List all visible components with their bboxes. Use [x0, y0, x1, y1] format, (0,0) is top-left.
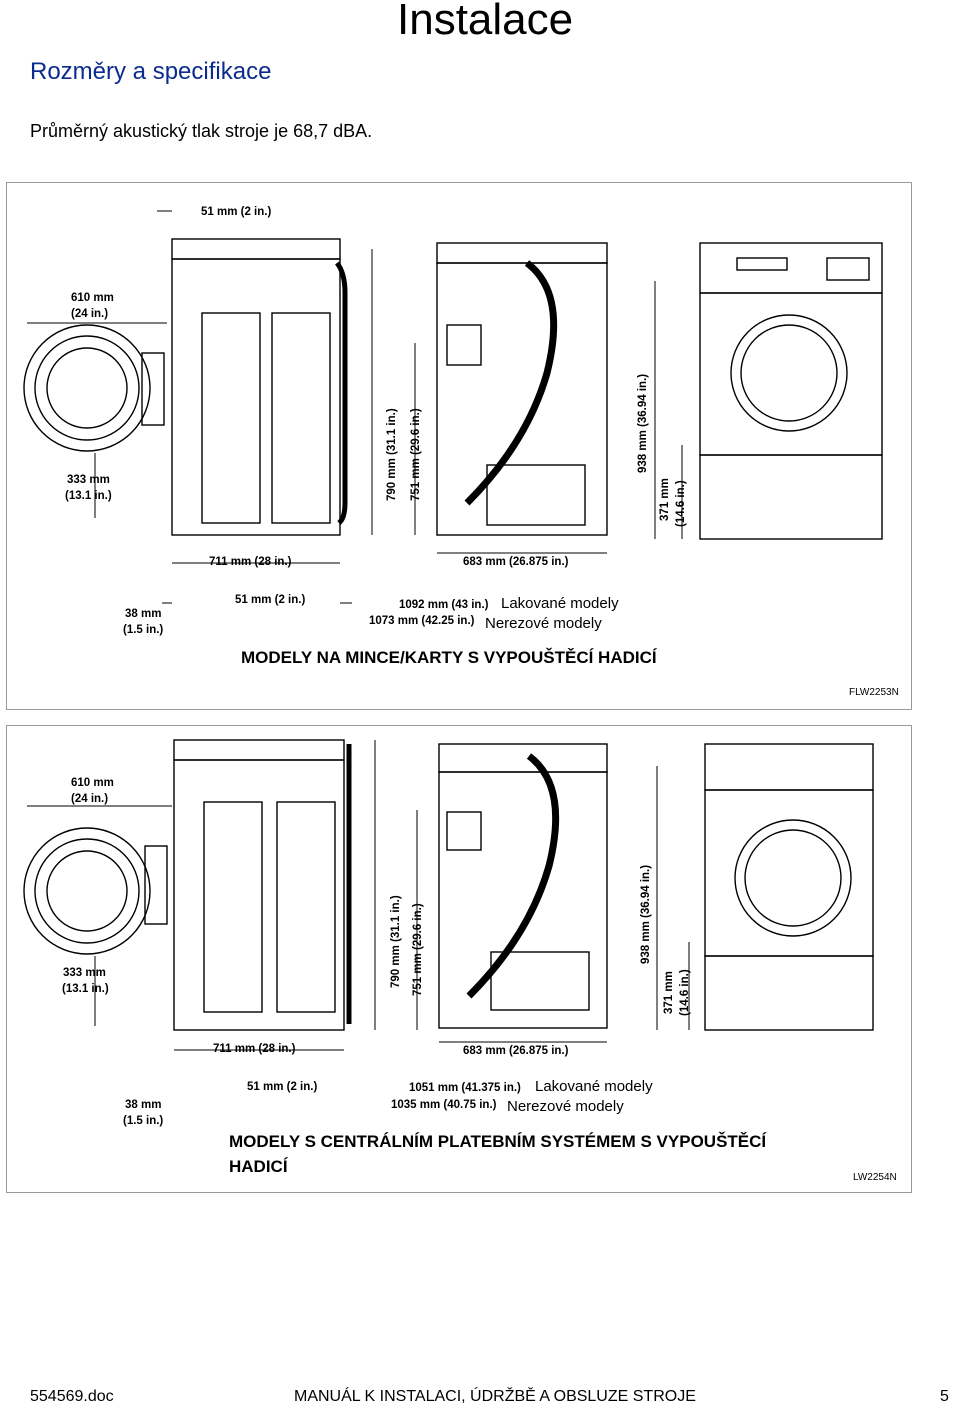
dim-clearance-in-2: (1.5 in.)	[123, 1115, 163, 1127]
dim-base-height-in: (14.6 in.)	[675, 480, 687, 527]
page-heading: Instalace	[397, 0, 574, 44]
stainless-models-label: Nerezové modely	[485, 615, 602, 632]
dimension-drawing-2: 610 mm (24 in.) 333 mm (13.1 in.) 711 mm…	[23, 739, 897, 1183]
dim-height-mid: 751 mm (29.6 in.)	[410, 408, 422, 501]
stainless-models-label-2: Nerezové modely	[507, 1098, 624, 1115]
dim-bottom-offset-2: 51 mm (2 in.)	[247, 1081, 317, 1093]
figure-code-2: LW2254N	[853, 1172, 897, 1183]
figure-caption-1: MODELY NA MINCE/KARTY S VYPOUŠTĚCÍ HADIC…	[241, 648, 658, 667]
dim-clearance: 38 mm	[125, 608, 161, 620]
intro-text: Průměrný akustický tlak stroje je 68,7 d…	[30, 121, 373, 141]
painted-models-label-2: Lakované modely	[535, 1078, 653, 1095]
dim-total-height: 938 mm (36.94 in.)	[637, 374, 649, 473]
dim-top-width: 51 mm (2 in.)	[201, 206, 271, 218]
top-view-circle-2	[23, 827, 151, 955]
dim-door-height-2: 333 mm	[63, 967, 106, 979]
dim-height-mid-2: 751 mm (29.6 in.)	[412, 903, 424, 996]
dim-base-height-2: 371 mm	[663, 971, 675, 1014]
dim-width-painted: 1092 mm (43 in.)	[399, 599, 489, 611]
side-view-body	[171, 258, 341, 536]
dim-base-height: 371 mm	[659, 478, 671, 521]
dim-base-height-in-2: (14.6 in.)	[679, 969, 691, 1016]
back-view-body-2	[438, 771, 608, 1029]
section-title: Rozměry a specifikace	[30, 58, 272, 85]
dim-width-stainless-2: 1035 mm (40.75 in.)	[391, 1099, 497, 1111]
dim-back-width-2: 683 mm (26.875 in.)	[463, 1045, 569, 1057]
dim-clearance-2: 38 mm	[125, 1099, 161, 1111]
front-control-panel	[699, 242, 883, 294]
back-view-body	[436, 262, 608, 536]
dim-back-width: 683 mm (26.875 in.)	[463, 556, 569, 568]
dim-height-top: 790 mm (31.1 in.)	[386, 408, 398, 501]
dim-depth-in-2: (24 in.)	[71, 793, 108, 805]
figure-caption-2-line2: HADICÍ	[229, 1157, 289, 1176]
dim-width-painted-2: 1051 mm (41.375 in.)	[409, 1082, 521, 1094]
figure-central-payment-models: 610 mm (24 in.) 333 mm (13.1 in.) 711 mm…	[6, 725, 912, 1193]
figure-caption-2-line1: MODELY S CENTRÁLNÍM PLATEBNÍM SYSTÉMEM S…	[229, 1132, 767, 1151]
front-control-panel-2	[704, 743, 874, 791]
figure-coin-card-models: 51 mm (2 in.) 610 mm (24 in.) 333 mm (13…	[6, 182, 912, 710]
dim-door-height-in-2: (13.1 in.)	[62, 983, 109, 995]
dim-door-height-in: (13.1 in.)	[65, 490, 112, 502]
dim-clearance-in: (1.5 in.)	[123, 624, 163, 636]
dim-door-height: 333 mm	[67, 474, 110, 486]
dimension-drawing-1: 51 mm (2 in.) 610 mm (24 in.) 333 mm (13…	[23, 206, 899, 698]
footer-manual-title: MANUÁL K INSTALACI, ÚDRŽBĚ A OBSLUZE STR…	[294, 1388, 696, 1405]
footer-page-number: 5	[940, 1388, 949, 1405]
side-view-body-2	[173, 759, 345, 1031]
dim-total-height-2: 938 mm (36.94 in.)	[640, 865, 652, 964]
dim-width-stainless: 1073 mm (42.25 in.)	[369, 615, 475, 627]
dim-side-width-2: 711 mm (28 in.)	[213, 1043, 296, 1055]
dim-side-width: 711 mm (28 in.)	[209, 556, 292, 568]
dim-bottom-offset: 51 mm (2 in.)	[235, 594, 305, 606]
dim-depth-2: 610 mm	[71, 777, 114, 789]
dim-depth-in: (24 in.)	[71, 308, 108, 320]
figure-code-1: FLW2253N	[849, 687, 899, 698]
dim-depth: 610 mm	[71, 292, 114, 304]
painted-models-label: Lakované modely	[501, 595, 619, 612]
footer-doc-number: 554569.doc	[30, 1388, 114, 1405]
top-view-circle	[23, 324, 151, 452]
dim-height-top-2: 790 mm (31.1 in.)	[390, 895, 402, 988]
